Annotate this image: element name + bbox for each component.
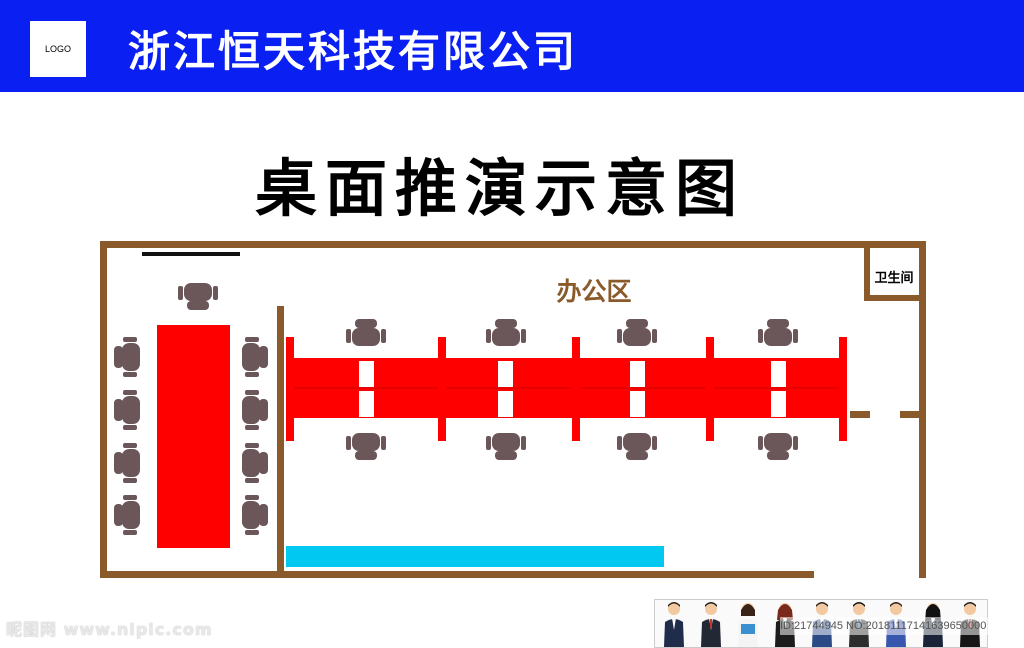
workstation-chair-bottom-4: [758, 433, 798, 460]
office-area-label: 办公区: [556, 277, 631, 306]
business-person-figure: [664, 602, 684, 647]
restroom-room: 卫生间: [864, 248, 922, 301]
image-id-text: ID:21744945 NO:20181117141639650000: [780, 617, 1016, 635]
conference-chair-left-4: [114, 495, 140, 535]
conference-table: [157, 325, 230, 548]
page-title: 桌面推演示意图: [254, 152, 745, 225]
workstation-chair-bottom-3: [617, 433, 657, 460]
workstation-desk: [286, 337, 847, 441]
logo-placeholder: LOGO: [30, 21, 86, 77]
workstation-chair-top-1: [346, 319, 386, 346]
conference-chair-left-3: [114, 443, 140, 483]
logo-text: LOGO: [44, 44, 71, 54]
conference-chair-right-4: [242, 495, 268, 535]
conference-chair-right-3: [242, 443, 268, 483]
conference-chair-left-2: [114, 390, 140, 430]
workstation-chair-bottom-2: [486, 433, 526, 460]
workstation-chair-top-4: [758, 319, 798, 346]
workstation-chair-bottom-1: [346, 433, 386, 460]
conference-chair-left-1: [114, 337, 140, 377]
conference-chair-right-1: [242, 337, 268, 377]
conference-chair-right-2: [242, 390, 268, 430]
cyan-counter: [286, 546, 664, 567]
business-person-figure: [701, 602, 721, 647]
outer-walls: [100, 241, 926, 578]
workstation-chair-top-3: [617, 319, 657, 346]
restroom-label: 卫生间: [874, 270, 913, 286]
business-person-figure: [738, 603, 758, 647]
workstation-chair-top-2: [486, 319, 526, 346]
company-name: 浙江恒天科技有限公司: [128, 27, 579, 76]
watermark-text: 昵图网 www.nipic.com: [6, 620, 213, 639]
conference-chair-head: [178, 283, 218, 310]
header-bar: LOGO 浙江恒天科技有限公司: [0, 0, 1024, 92]
desk-divider-slots: [359, 361, 786, 417]
